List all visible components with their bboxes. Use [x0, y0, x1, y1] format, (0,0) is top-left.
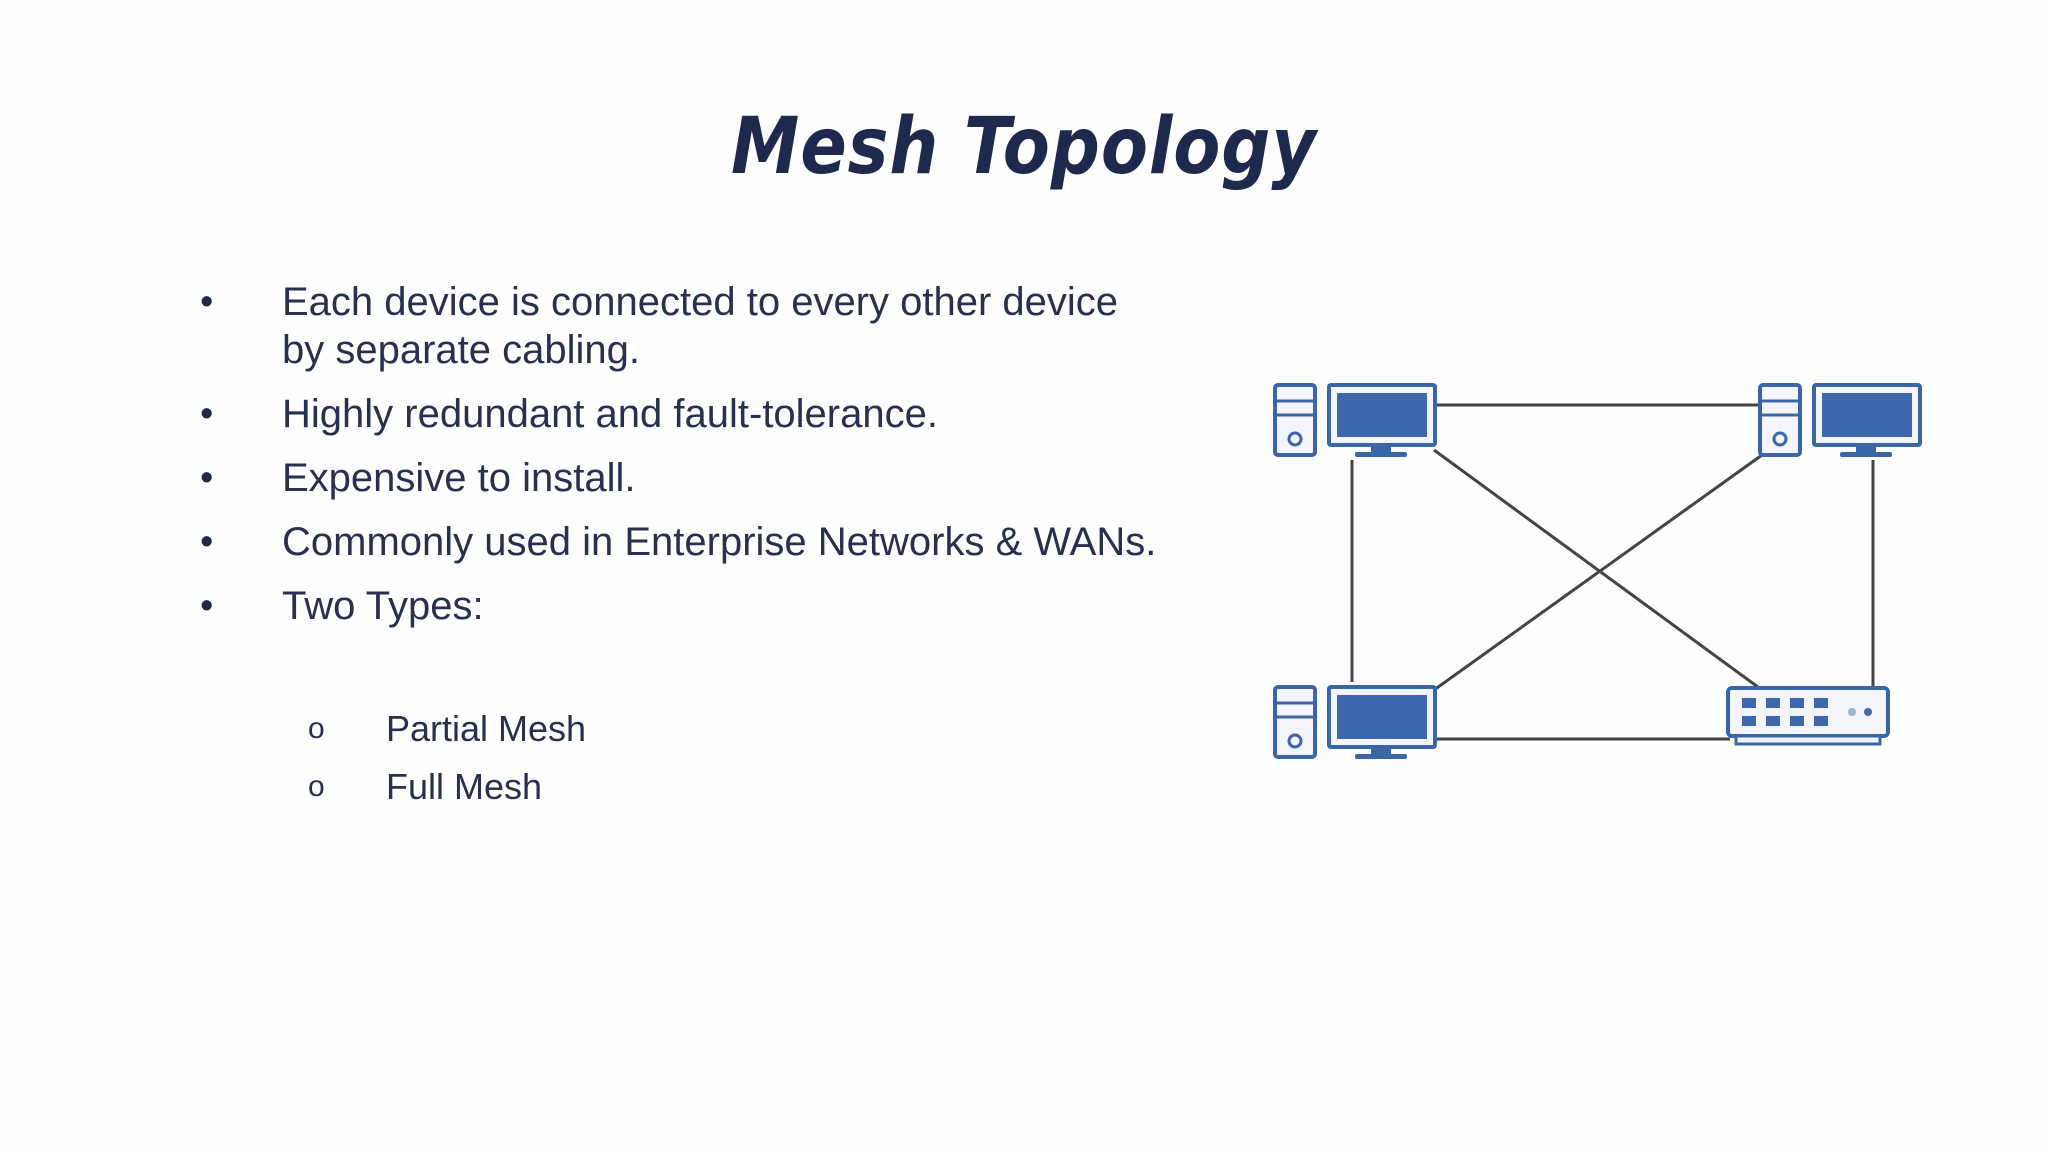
hollow-bullet-icon: o: [308, 712, 325, 745]
desktop-computer-icon: [1758, 383, 1922, 457]
bullet-text: Two Types:: [282, 584, 484, 628]
bullet-item: • Expensive to install.: [200, 454, 1160, 502]
bullet-item: • Highly redundant and fault-tolerance.: [200, 390, 1160, 438]
desktop-computer-icon: [1273, 383, 1437, 457]
subbullet-text: Partial Mesh: [386, 708, 587, 749]
link-diagonal-up: [1433, 453, 1763, 692]
bullet-text: Each device is connected to every other …: [282, 280, 1119, 372]
bullet-item: • Each device is connected to every othe…: [200, 278, 1160, 374]
desktop-computer-icon: [1273, 685, 1437, 759]
subbullet-item: o Partial Mesh: [308, 700, 586, 758]
bullet-text: Expensive to install.: [282, 456, 636, 500]
bullet-text: Commonly used in Enterprise Networks & W…: [282, 520, 1157, 564]
connection-lines: [1350, 403, 1875, 741]
hollow-bullet-icon: o: [308, 770, 325, 803]
subbullet-item: o Full Mesh: [308, 758, 586, 816]
link-diagonal-down: [1433, 448, 1763, 692]
bullet-item: • Two Types:: [200, 582, 1160, 630]
bullet-dot-icon: •: [200, 457, 214, 499]
bullet-dot-icon: •: [200, 521, 214, 563]
bullet-list: • Each device is connected to every othe…: [200, 278, 1160, 646]
bullet-text: Highly redundant and fault-tolerance.: [282, 392, 938, 436]
slide-title: Mesh Topology: [731, 102, 1317, 192]
bullet-item: • Commonly used in Enterprise Networks &…: [200, 518, 1160, 566]
bullet-dot-icon: •: [200, 585, 214, 627]
subbullet-list: o Partial Mesh o Full Mesh: [308, 700, 586, 816]
bullet-dot-icon: •: [200, 281, 214, 323]
mesh-topology-diagram: [1273, 383, 1922, 759]
subbullet-text: Full Mesh: [386, 766, 543, 807]
network-switch-icon: [1726, 686, 1890, 746]
bullet-dot-icon: •: [200, 393, 214, 435]
